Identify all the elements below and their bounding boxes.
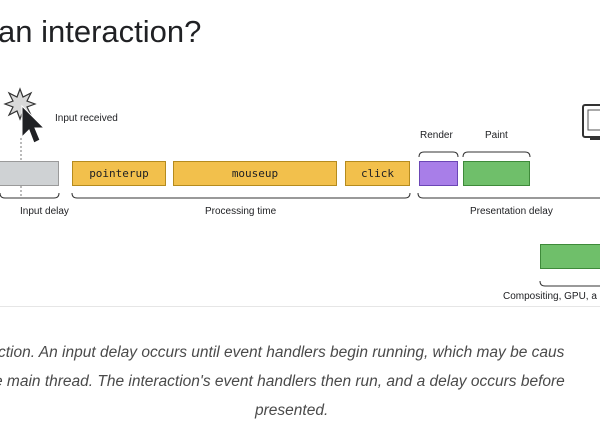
render-block: [419, 161, 458, 186]
presentation-delay-bracket: [417, 192, 600, 199]
paint-bracket: [462, 151, 531, 158]
interaction-diagram: Input received Render Paint pointerup mo…: [0, 87, 600, 302]
input-delay-block: [0, 161, 59, 186]
input-delay-bracket: [0, 192, 60, 199]
input-received-label: Input received: [55, 113, 118, 124]
paint-label: Paint: [485, 130, 508, 141]
page-title: an interaction?: [0, 14, 202, 49]
paint-block: [463, 161, 530, 186]
processing-time-label: Processing time: [205, 206, 277, 217]
compositing-bracket: [539, 280, 600, 287]
compositing-block: [540, 244, 600, 269]
caption-divider: [0, 306, 600, 307]
caption-line-2: e main thread. The interaction's event h…: [0, 373, 565, 390]
presentation-delay-label: Presentation delay: [470, 206, 553, 217]
monitor-icon: [582, 104, 600, 140]
diagram-lines: [0, 87, 600, 287]
mouseup-block: mouseup: [173, 161, 337, 186]
click-block: click: [345, 161, 410, 186]
caption-line-3: presented.: [255, 402, 329, 419]
pointerup-block: pointerup: [72, 161, 166, 186]
compositing-label: Compositing, GPU, a: [503, 291, 597, 302]
caption-line-1: ction. An input delay occurs until event…: [0, 344, 565, 361]
input-delay-label: Input delay: [20, 206, 69, 217]
render-bracket: [418, 151, 459, 158]
cursor-arrow-icon: [21, 104, 46, 144]
processing-time-bracket: [71, 192, 411, 199]
render-label: Render: [420, 130, 453, 141]
